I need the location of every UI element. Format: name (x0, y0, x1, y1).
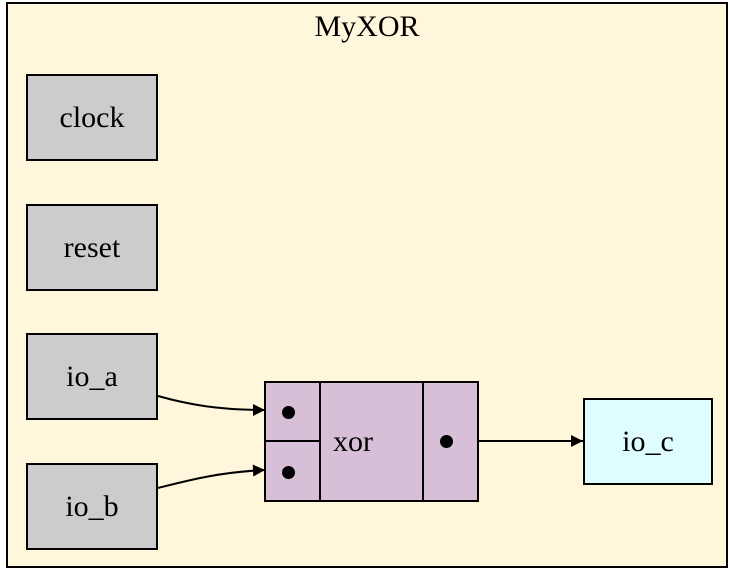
port-dot-out (440, 435, 453, 448)
xor-input-port-a (266, 383, 319, 442)
node-io-a[interactable]: io_a (26, 333, 158, 420)
node-xor[interactable]: xor (264, 381, 479, 502)
xor-output-port (422, 383, 477, 500)
node-clock[interactable]: clock (26, 74, 158, 161)
port-dot-a (282, 406, 295, 419)
module-title: MyXOR (314, 10, 420, 43)
edge-io-b-to-xor (157, 464, 266, 489)
xor-label: xor (333, 424, 373, 458)
edge-io-a-to-xor (157, 395, 266, 416)
node-reset[interactable]: reset (26, 204, 158, 291)
node-io-c[interactable]: io_c (583, 398, 713, 485)
port-dot-b (282, 466, 295, 479)
node-io-b[interactable]: io_b (26, 463, 158, 550)
xor-input-column (266, 383, 321, 500)
